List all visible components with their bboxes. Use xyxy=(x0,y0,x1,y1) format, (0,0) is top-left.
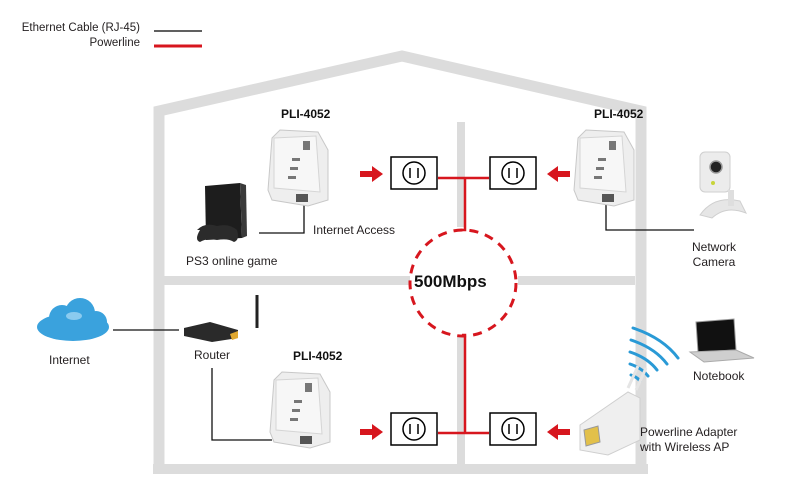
legend-powerline-label: Powerline xyxy=(89,37,141,49)
powerline-adapter-icon xyxy=(269,371,331,449)
arrow-right-icon xyxy=(360,424,383,440)
bandwidth-circle xyxy=(408,228,518,338)
network-camera-icon xyxy=(699,151,748,219)
wireless-adapter-label-line1: Powerline Adapter xyxy=(640,425,738,439)
power-outlet-top-right xyxy=(489,156,537,190)
legend-ethernet-label: Ethernet Cable (RJ-45) xyxy=(21,22,140,34)
network-camera-label-line1: Network xyxy=(692,240,737,254)
ps3-label: PS3 online game xyxy=(186,254,278,268)
wall-divider-top xyxy=(457,122,465,227)
adapter-model-label: PLI-4052 xyxy=(293,349,343,363)
bandwidth-label: 500Mbps xyxy=(414,272,487,291)
wireless-adapter-label-line2: with Wireless AP xyxy=(640,440,730,454)
floor-divider-right xyxy=(518,276,635,285)
powerline-adapter-icon xyxy=(573,129,635,207)
ps3-console-icon xyxy=(197,183,247,242)
wall-divider-bottom xyxy=(457,335,465,470)
wireless-adapter-label: Powerline Adapter with Wireless AP xyxy=(640,425,737,455)
internet-cloud-icon xyxy=(37,298,109,341)
power-outlet-bottom-left xyxy=(390,412,438,446)
arrow-right-icon xyxy=(360,166,383,182)
wireless-powerline-adapter-icon xyxy=(579,365,648,456)
internet-label: Internet xyxy=(49,353,90,367)
house-floor xyxy=(153,464,648,474)
powerline-adapter-icon xyxy=(267,129,329,207)
router-label: Router xyxy=(194,348,231,362)
adapter-model-label: PLI-4052 xyxy=(281,107,331,121)
house-outline xyxy=(153,50,647,470)
ethernet-cables xyxy=(113,203,694,441)
power-outlet-top-left xyxy=(390,156,438,190)
internet-access-label: Internet Access xyxy=(313,223,396,237)
floor-divider-left xyxy=(164,276,410,285)
house-walls xyxy=(153,50,648,474)
network-camera-label: Network Camera xyxy=(692,240,736,270)
arrow-left-icon xyxy=(547,166,570,182)
router-icon xyxy=(184,295,259,342)
network-camera-label-line2: Camera xyxy=(692,255,736,269)
notebook-label: Notebook xyxy=(693,369,745,383)
notebook-icon xyxy=(688,318,755,363)
adapter-model-label: PLI-4052 xyxy=(594,107,644,121)
power-outlet-bottom-right xyxy=(489,412,537,446)
arrow-left-icon xyxy=(547,424,570,440)
